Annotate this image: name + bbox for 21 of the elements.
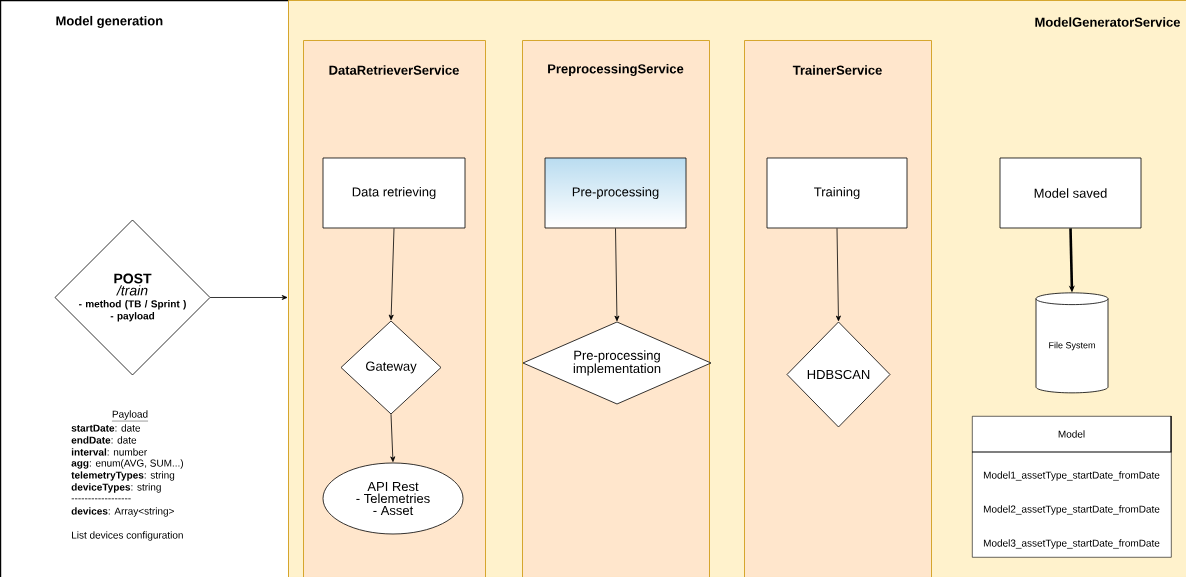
process-box: Pre-processing xyxy=(544,157,687,229)
process-box: Training xyxy=(766,157,908,229)
payload-field: telemetryTypes: string xyxy=(71,471,175,481)
payload-heading: Payload xyxy=(111,410,149,422)
process-box: Data retrieving xyxy=(322,157,466,229)
process-box: Model saved xyxy=(999,157,1142,229)
database-cylinder: File System xyxy=(1035,292,1109,394)
arrow xyxy=(835,228,841,322)
model-table: Model Model1_assetType_startDate_fromDate Model2_assetType_startDate_fromDate Model3_assetType_startDate_fromDate xyxy=(971,415,1172,558)
arrow xyxy=(614,228,620,322)
arrow xyxy=(209,295,288,300)
payload-field: ------------------ xyxy=(71,498,131,500)
payload-field: agg: enum(AVG, SUM...) xyxy=(71,459,183,469)
payload-field: devices: Array<string> xyxy=(71,507,174,517)
payload-field: interval: number xyxy=(71,448,147,456)
arrow xyxy=(390,413,396,462)
payload-field: endDate: date xyxy=(71,436,137,444)
payload-field: startDate: date xyxy=(71,424,141,432)
arrow xyxy=(388,228,395,321)
payload-field: deviceTypes: string xyxy=(71,483,161,493)
payload-field: List devices configuration xyxy=(72,531,183,541)
